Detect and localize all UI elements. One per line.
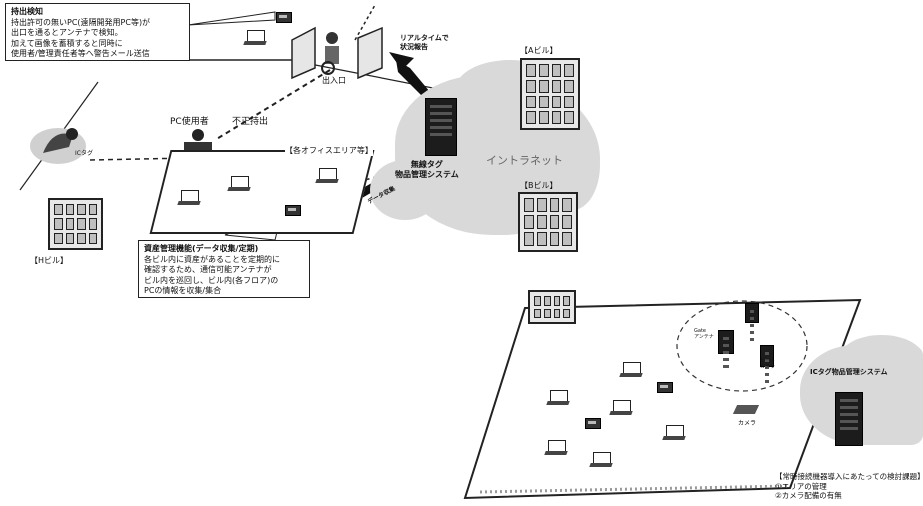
callout-asset-title: 資産管理機能(データ収集/定期) <box>144 244 259 253</box>
issues-note-item: ②カメラ配備の有無 <box>775 491 842 500</box>
floor-laptop-icon <box>544 440 568 456</box>
callout-detect: 持出検知 持出許可の無いPC(遠隔開発用PC等)が 出口を通るとアンテナで検知。… <box>5 3 190 61</box>
camera-label: カメラ <box>738 420 757 427</box>
floor-laptop-icon <box>589 452 613 468</box>
callout-asset-line: PCの情報を収集/集合 <box>144 286 222 295</box>
floor-laptop-icon <box>609 400 633 416</box>
callout-detect-line: 加えて画像を蓄積すると同時に <box>11 38 123 48</box>
issues-note-item: ①エリアの管理 <box>775 481 827 491</box>
intranet-cloud-bump2 <box>370 160 440 220</box>
gate-camera-device <box>760 345 774 367</box>
gate-antenna-device <box>718 330 734 354</box>
issues-note: 【常時接続機器導入にあたっての検討課題】 ①エリアの管理 ②カメラ配備の有無 <box>775 472 923 501</box>
callout-asset: 資産管理機能(データ収集/定期) 各ビル内に資産があることを定期的に 確認するた… <box>138 240 310 298</box>
floor-antenna-icon <box>585 418 601 429</box>
floor-laptop-icon <box>662 425 686 441</box>
office-laptop-icon <box>227 176 251 192</box>
office-antenna-icon <box>285 205 301 216</box>
unauthorized-label: 不正持出 <box>232 117 269 127</box>
callout-asset-line: ビル内を巡回し、ビル内(各フロア)の <box>144 275 279 285</box>
office-laptop-icon <box>315 168 339 184</box>
office-area-label: 【各オフィスエリア等】 <box>285 145 373 156</box>
gate-device-top <box>745 303 759 323</box>
floor-laptop-icon <box>546 390 570 406</box>
building-a-label: 【Aビル】 <box>520 46 558 55</box>
building-b-label: 【Bビル】 <box>520 181 558 190</box>
intranet-label: イントラネット <box>486 154 563 167</box>
callout-detect-line: 出口を通るとアンテナで検知。 <box>11 28 123 37</box>
management-server <box>425 98 457 156</box>
gate-camera-label: ゲート カメラ <box>760 358 776 370</box>
server-label: 無線タグ 物品管理システム <box>395 160 459 179</box>
system-label: ICタグ物品管理システム <box>810 368 888 376</box>
building-h <box>48 198 103 250</box>
floor-laptop-icon <box>619 362 643 378</box>
callout-detect-title: 持出検知 <box>11 7 43 16</box>
building-h-label: 【Hビル】 <box>30 256 69 265</box>
realtime-label: リアルタイムで 状況報告 <box>400 34 449 51</box>
callout-detect-line: 持出許可の無いPC(遠隔開発用PC等)が <box>11 17 151 27</box>
callout-asset-line: 各ビル内に資産があることを定期的に <box>144 254 280 264</box>
callout-asset-line: 確認するため、通信可能アンテナが <box>144 265 272 274</box>
floor-antenna-icon <box>657 382 673 393</box>
camera-icon <box>732 405 760 414</box>
issues-note-title: 【常時接続機器導入にあたっての検討課題】 <box>775 472 923 481</box>
tag-scan-illustration <box>30 128 86 164</box>
system-server <box>835 392 863 446</box>
building-a <box>520 58 580 130</box>
pc-user-label: PC使用者 <box>170 117 209 127</box>
gate-reader-icon <box>276 12 292 23</box>
callout-detect-line: 使用者/管理責任者等へ警告メール送信 <box>11 49 150 58</box>
exit-laptop-icon <box>243 30 267 46</box>
building-bottom <box>528 290 576 324</box>
system-cloud-bump <box>840 335 923 380</box>
exit-label: 出入口 <box>322 76 346 85</box>
office-laptop-icon <box>177 190 201 206</box>
exit-gate <box>291 26 383 80</box>
tag-label: ICタグ <box>75 150 93 157</box>
gate-antenna-label: Gate アンテナ <box>694 328 714 340</box>
building-b <box>518 192 578 252</box>
